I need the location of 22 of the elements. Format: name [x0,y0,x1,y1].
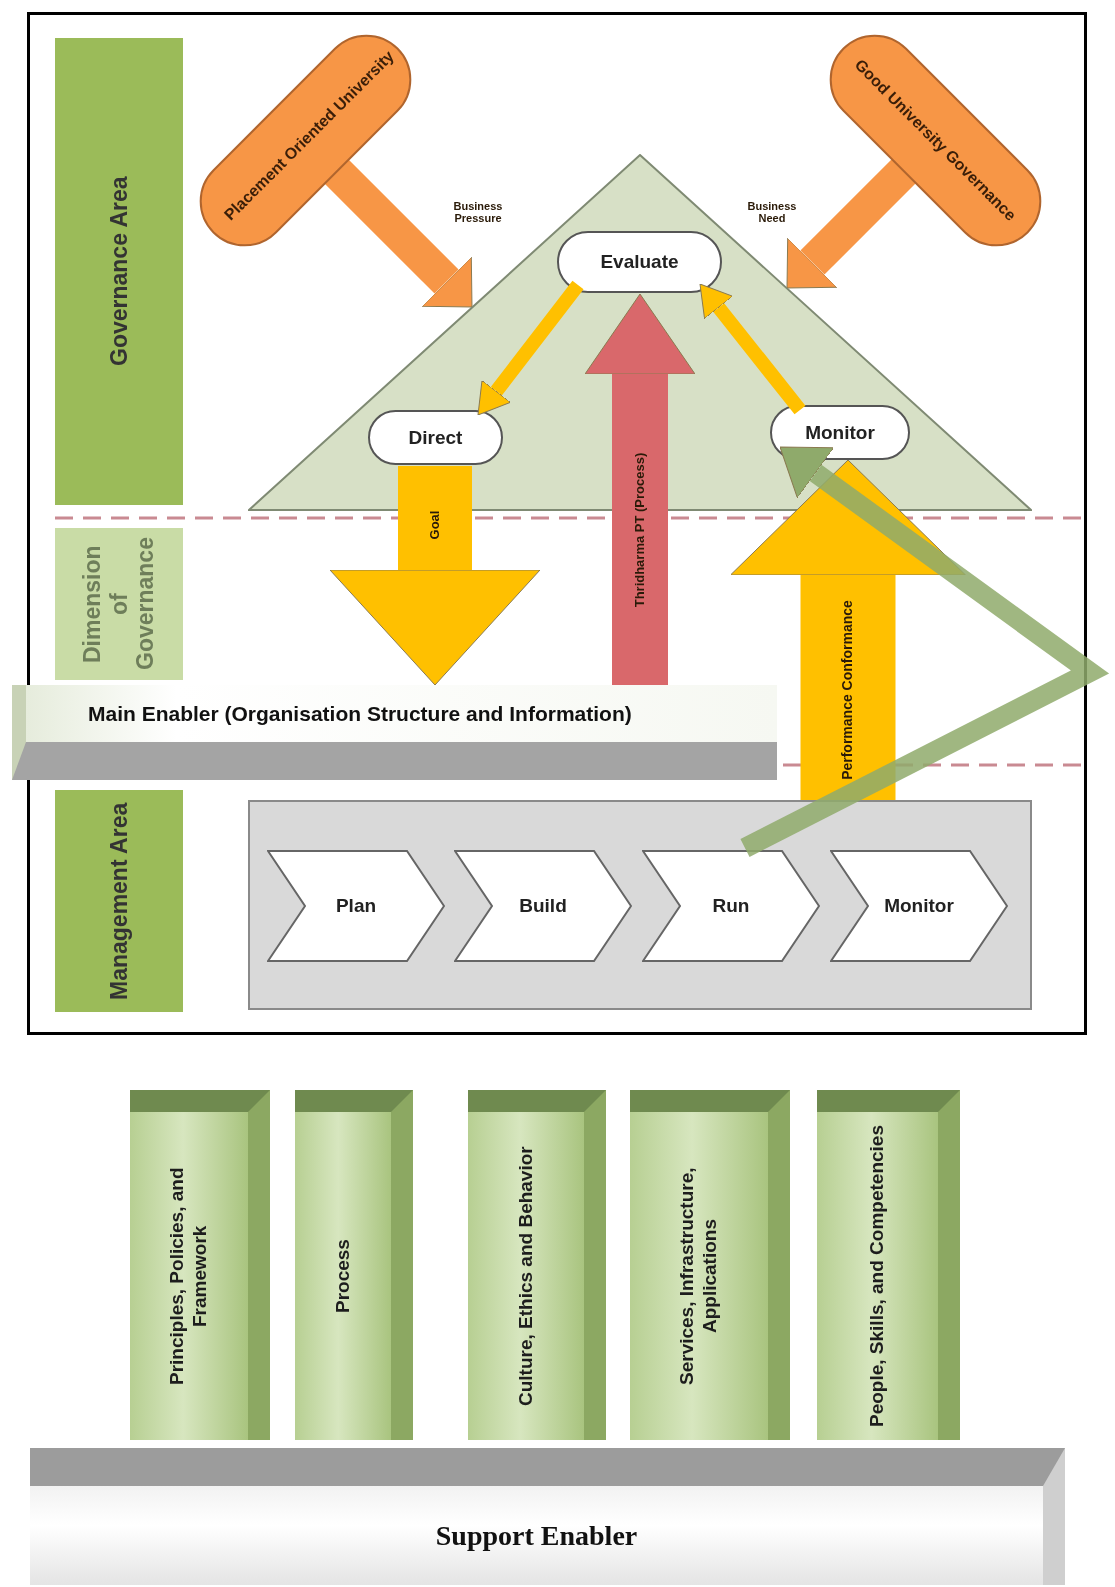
enabler-pillar: Process [295,1090,413,1440]
area-band: Dimension of Governance [55,528,183,680]
edge-label: Business Pressure [452,199,504,225]
chevron-shape: Run [642,850,820,962]
enabler-bar: Main Enabler (Organisation Structure and Information) [12,685,777,780]
chevron-shape: Plan [267,850,445,962]
chevron-shape: Build [454,850,632,962]
enabler-pillar: Principles, Policies, and Framework [130,1090,270,1440]
enabler-pillar: People, Skills, and Competencies [817,1090,960,1440]
rounded-label-box: Direct [368,410,503,465]
area-band: Governance Area [55,38,183,505]
edge-label: Thridharma PT (Process) [632,451,648,610]
rounded-label-box: Evaluate [557,231,722,293]
enabler-pillar: Culture, Ethics and Behavior [468,1090,606,1440]
edge-label: Performance Conformance [840,599,856,782]
edge-label: Goal [427,509,443,542]
chevron-shape: Monitor [830,850,1008,962]
enabler-pillar: Services, Infrastructure, Applications [630,1090,790,1440]
area-band: Management Area [55,790,183,1012]
edge-label: Business Need [746,199,798,225]
enabler-platform: Support Enabler [30,1448,1065,1585]
management-panel [248,800,1032,1010]
